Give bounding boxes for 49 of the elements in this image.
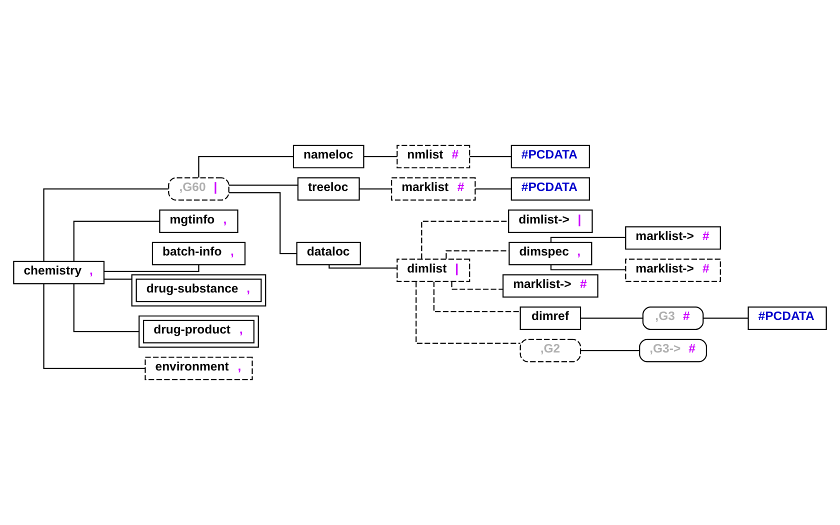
connector (550, 264, 626, 270)
connector (359, 188, 392, 190)
node-box: marklist-> # (502, 274, 598, 298)
connector (475, 188, 512, 190)
node-box: nmlist # (396, 144, 470, 168)
node-box: #PCDATA (510, 177, 590, 201)
connector (43, 284, 145, 369)
connector (73, 284, 139, 332)
node-box: marklist-> # (625, 226, 721, 250)
node-box: ,G3 # (642, 306, 704, 330)
connector (73, 220, 160, 262)
connector (550, 236, 626, 242)
connector (703, 318, 748, 319)
node-box: dimspec , (508, 242, 592, 266)
connector (470, 156, 512, 158)
connector (446, 250, 509, 259)
node-box: #PCDATA (510, 144, 590, 168)
connector (104, 278, 132, 280)
connector (228, 184, 298, 186)
connector (328, 265, 397, 269)
connector (433, 282, 520, 312)
node-box: drug-product , (138, 315, 259, 348)
node-box: dimlist-> | (508, 210, 593, 233)
node-box: marklist # (391, 177, 476, 201)
connector (451, 282, 503, 290)
node-box: environment , (144, 356, 253, 380)
connector (364, 156, 398, 158)
connector (416, 282, 520, 344)
node-box: marklist-> # (625, 258, 721, 282)
node-box: ,G3-> # (639, 338, 708, 362)
node-box: batch-info , (152, 242, 246, 266)
node-box: ,G60 | (168, 177, 230, 201)
node-box: chemistry , (13, 260, 105, 284)
connector (43, 188, 168, 262)
node-box: dimlist | (396, 258, 470, 282)
connector (421, 220, 508, 259)
connector (580, 350, 640, 352)
connector (229, 192, 297, 254)
node-box: #PCDATA (748, 306, 827, 330)
node-box: ,G2 (520, 338, 582, 362)
node-box: dimref (520, 306, 582, 330)
node-box: treeloc (297, 177, 360, 201)
connector (104, 264, 200, 272)
node-box: drug-substance , (131, 274, 266, 307)
connector (580, 318, 643, 319)
node-box: dataloc (296, 242, 361, 266)
node-box: nameloc (292, 144, 364, 168)
node-box: mgtinfo , (159, 210, 238, 233)
connector (198, 156, 294, 178)
